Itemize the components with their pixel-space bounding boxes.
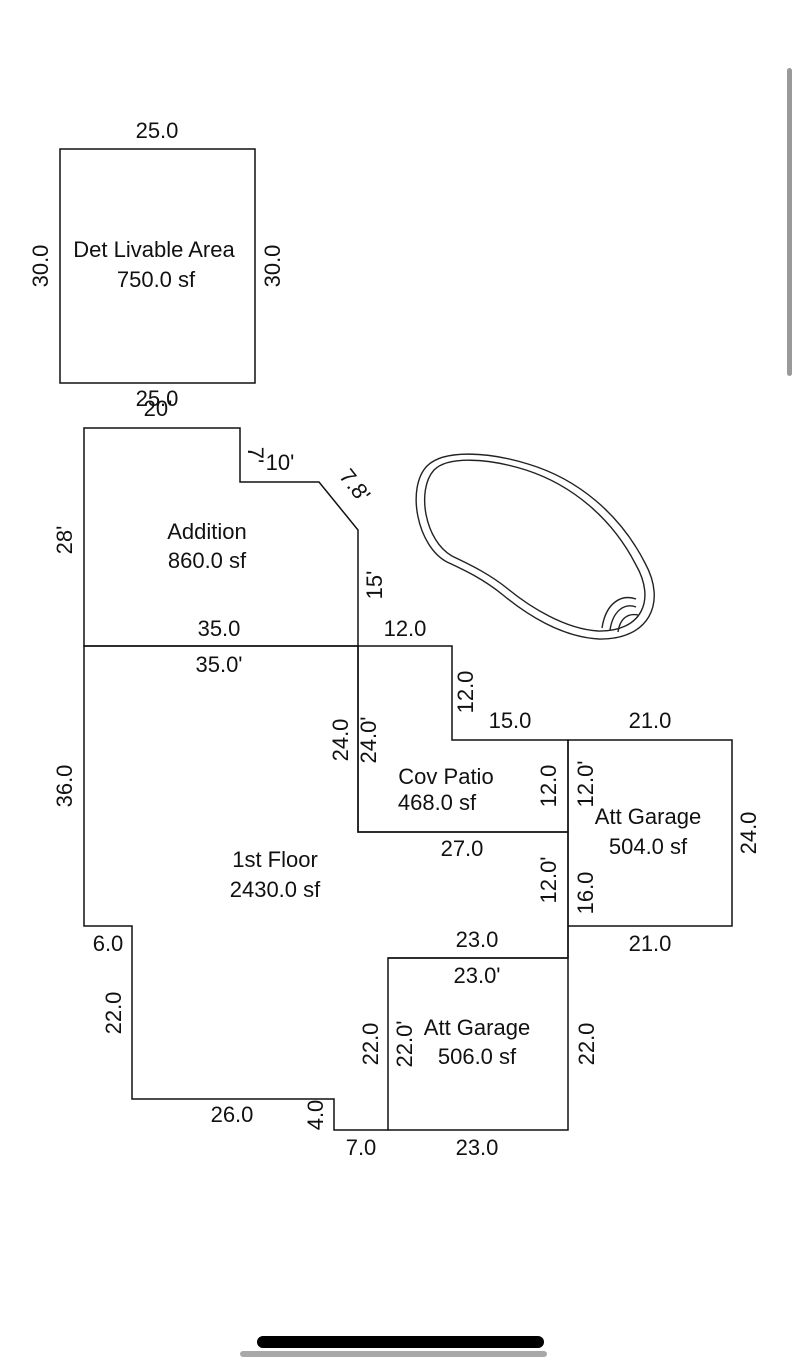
dim-det-top: 25.0	[136, 118, 179, 143]
att-garage-2-outline	[388, 926, 569, 1131]
dim-g1-left: 12.0'	[573, 760, 598, 807]
dim-g2-top-outer: 23.0	[456, 927, 499, 952]
dim-det-left: 30.0	[28, 245, 53, 288]
dim-add-diag: 7.8'	[334, 464, 375, 507]
dim-ff-top: 35.0'	[195, 652, 242, 677]
dim-det-right: 30.0	[260, 245, 285, 288]
dim-g2-bottom: 23.0	[456, 1135, 499, 1160]
det-livable-area-size: 750.0 sf	[117, 267, 196, 292]
dim-add-left: 28'	[52, 526, 77, 555]
addition-name: Addition	[167, 519, 247, 544]
cov-patio-size: 468.0 sf	[398, 790, 477, 815]
vertical-scrollbar[interactable]	[787, 68, 792, 376]
att-garage-2-name: Att Garage	[424, 1015, 530, 1040]
dim-g1-left-lower: 16.0	[573, 872, 598, 915]
dim-g1-bottom: 21.0	[629, 931, 672, 956]
first-floor-size: 2430.0 sf	[230, 877, 321, 902]
dim-ff-bottom: 26.0	[211, 1102, 254, 1127]
dim-ff-step: 6.0	[93, 931, 124, 956]
dim-add-notch-h: 10'	[266, 450, 295, 475]
det-livable-area-name: Det Livable Area	[73, 237, 235, 262]
dim-patio-bottom: 27.0	[441, 836, 484, 861]
dim-patio-right: 12.0	[536, 765, 561, 808]
addition-size: 860.0 sf	[168, 548, 247, 573]
dim-add-right: 15'	[362, 571, 387, 600]
dim-g2-left-inner: 22.0'	[392, 1020, 417, 1067]
dim-g2-top-inner: 23.0'	[453, 963, 500, 988]
dim-g2-right: 22.0	[574, 1023, 599, 1066]
dim-g1-right: 24.0	[736, 812, 761, 855]
dim-det-bottom: 25.0	[136, 386, 179, 411]
dim-patio-right-upper: 12.0	[453, 671, 478, 714]
pool-icon	[415, 453, 655, 640]
att-garage-1-name: Att Garage	[595, 804, 701, 829]
att-garage-2-size: 506.0 sf	[438, 1044, 517, 1069]
home-indicator[interactable]	[257, 1336, 544, 1348]
first-floor-name: 1st Floor	[232, 847, 318, 872]
dim-ff-lower-left: 22.0	[101, 992, 126, 1035]
dim-g2-left-outer: 22.0	[358, 1023, 383, 1066]
dim-patio-left-inner: 24.0'	[356, 716, 381, 763]
cov-patio-name: Cov Patio	[398, 764, 493, 789]
dim-g1-top: 21.0	[629, 708, 672, 733]
att-garage-1-size: 504.0 sf	[609, 834, 688, 859]
dim-patio-left-outer: 24.0	[328, 719, 353, 762]
dim-patio-step: 15.0	[489, 708, 532, 733]
dim-ff-jog-v: 4.0	[303, 1100, 328, 1131]
dim-add-top: 20'	[144, 396, 173, 421]
det-livable-area-outline	[59, 148, 256, 384]
dim-ff-jog-h: 7.0	[346, 1135, 377, 1160]
att-garage-1-outline	[567, 739, 733, 927]
dim-add-bottom: 35.0	[198, 616, 241, 641]
dim-patio-top: 12.0	[384, 616, 427, 641]
bottom-bar	[240, 1351, 547, 1357]
dim-ff-right: 12.0'	[536, 856, 561, 903]
dim-ff-left: 36.0	[52, 765, 77, 808]
dim-add-notch-v: 7'	[243, 447, 268, 463]
